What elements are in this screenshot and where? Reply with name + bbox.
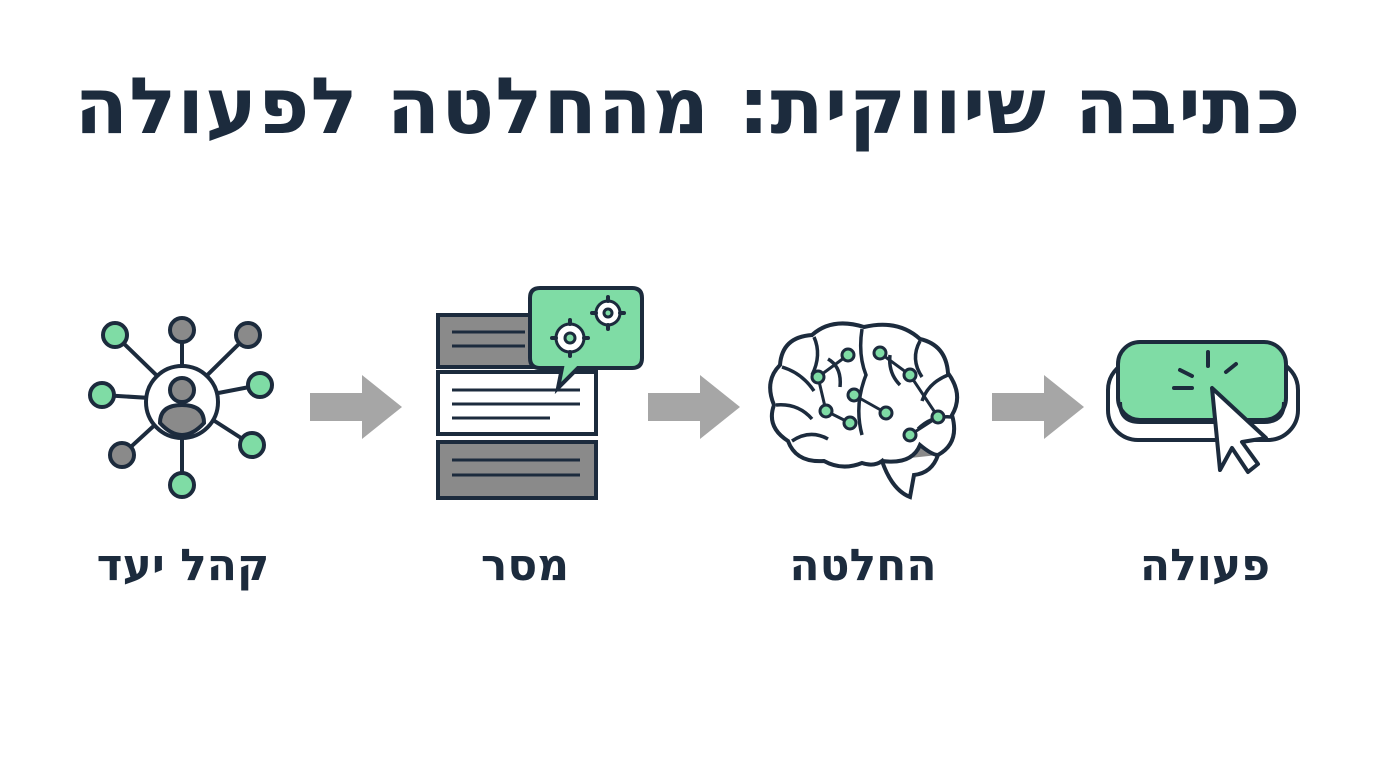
audience-network-icon [88,316,274,499]
click-button-icon [1106,340,1300,474]
step-label-decision: החלטה [789,540,937,591]
arrow-right-icon [648,375,740,439]
step-label-audience: קהל יעד [96,540,270,591]
page-title: כתיבה שיווקית: מהחלטה לפעולה [74,62,1302,152]
step-label-action: פעולה [1139,540,1271,591]
arrow-right-icon [310,375,402,439]
step-label-message: מסר [480,540,570,591]
arrow-right-icon [992,375,1084,439]
brain-icon [768,321,960,500]
message-document-icon [436,286,644,500]
